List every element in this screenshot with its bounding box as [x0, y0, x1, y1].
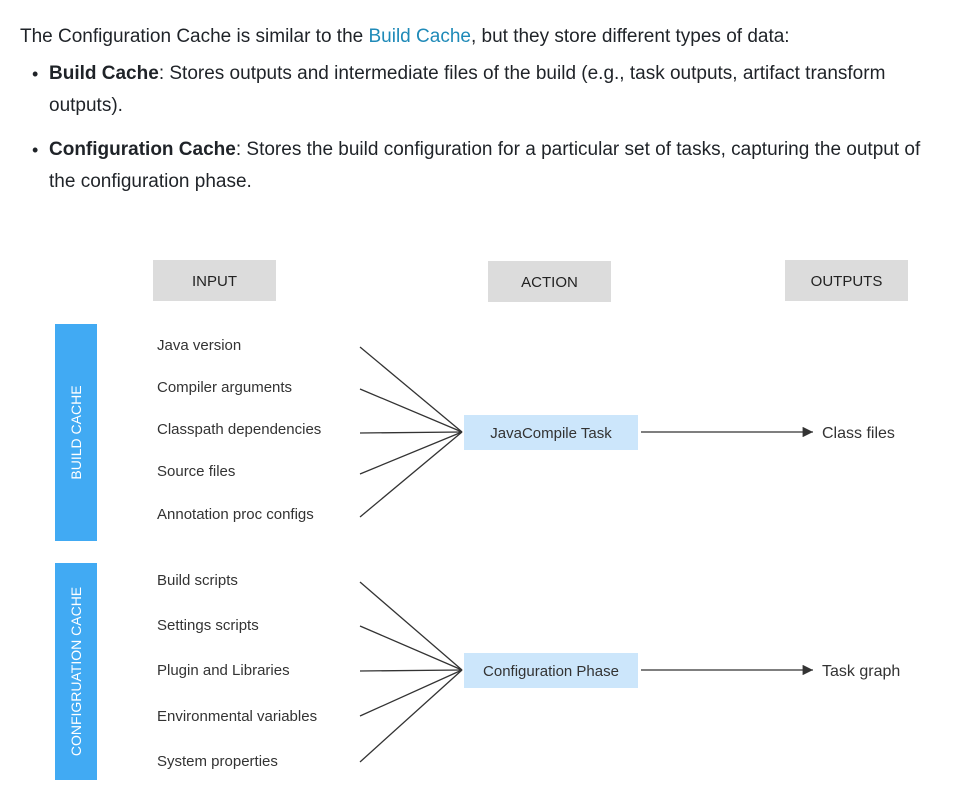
bullet-text: : Stores the build configuration for a p… [49, 139, 921, 192]
header-input-label: INPUT [192, 273, 237, 290]
configuration-cache-bar-label: CONFIGRUATION CACHE [68, 587, 84, 756]
bullet-text: : Stores outputs and intermediate files … [49, 63, 886, 116]
bullet-term: Build Cache [49, 63, 159, 84]
connector-line [359, 388, 463, 433]
build-action-label: JavaCompile Task [490, 425, 612, 442]
connector-line [359, 431, 463, 475]
header-action-label: ACTION [521, 274, 578, 291]
bullet-item-configuration-cache: Configuration Cache: Stores the build co… [32, 134, 939, 198]
build-input-item: Annotation proc configs [157, 506, 314, 523]
intro-text-after: , but they store different types of data… [470, 26, 790, 47]
connector-line [359, 581, 463, 671]
connector-line [359, 669, 463, 763]
connector-line [359, 669, 463, 672]
config-action-label: Configuration Phase [483, 663, 619, 680]
build-input-item: Java version [157, 337, 241, 354]
config-input-item: Build scripts [157, 572, 238, 589]
connector-line [359, 625, 463, 671]
header-input: INPUT [153, 260, 276, 301]
config-input-connectors [359, 581, 463, 763]
build-input-item: Classpath dependencies [157, 421, 321, 438]
intro-text-before: The Configuration Cache is similar to th… [20, 26, 369, 47]
build-input-item: Compiler arguments [157, 379, 292, 396]
config-input-item: Settings scripts [157, 617, 259, 634]
config-action-box: Configuration Phase [464, 653, 638, 688]
build-cache-bar: BUILD CACHE [55, 324, 97, 541]
build-input-connectors [359, 346, 463, 518]
build-output-label: Class files [822, 425, 895, 442]
connector-line [359, 431, 463, 434]
build-cache-link[interactable]: Build Cache [368, 26, 471, 47]
connector-line [359, 431, 463, 518]
build-cache-bar-label: BUILD CACHE [68, 385, 84, 479]
config-input-item: Environmental variables [157, 708, 317, 725]
header-action: ACTION [488, 261, 611, 302]
header-outputs-label: OUTPUTS [811, 273, 883, 290]
connector-line [359, 346, 463, 433]
config-input-item: Plugin and Libraries [157, 662, 290, 679]
config-input-item: System properties [157, 753, 278, 770]
build-input-item: Source files [157, 463, 235, 480]
bullet-term: Configuration Cache [49, 139, 236, 160]
connector-line [359, 669, 463, 717]
configuration-cache-bar: CONFIGRUATION CACHE [55, 563, 97, 780]
bullet-item-build-cache: Build Cache: Stores outputs and intermed… [32, 58, 939, 122]
build-action-box: JavaCompile Task [464, 415, 638, 450]
intro-paragraph: The Configuration Cache is similar to th… [20, 24, 790, 50]
config-output-label: Task graph [822, 663, 900, 680]
header-outputs: OUTPUTS [785, 260, 908, 301]
